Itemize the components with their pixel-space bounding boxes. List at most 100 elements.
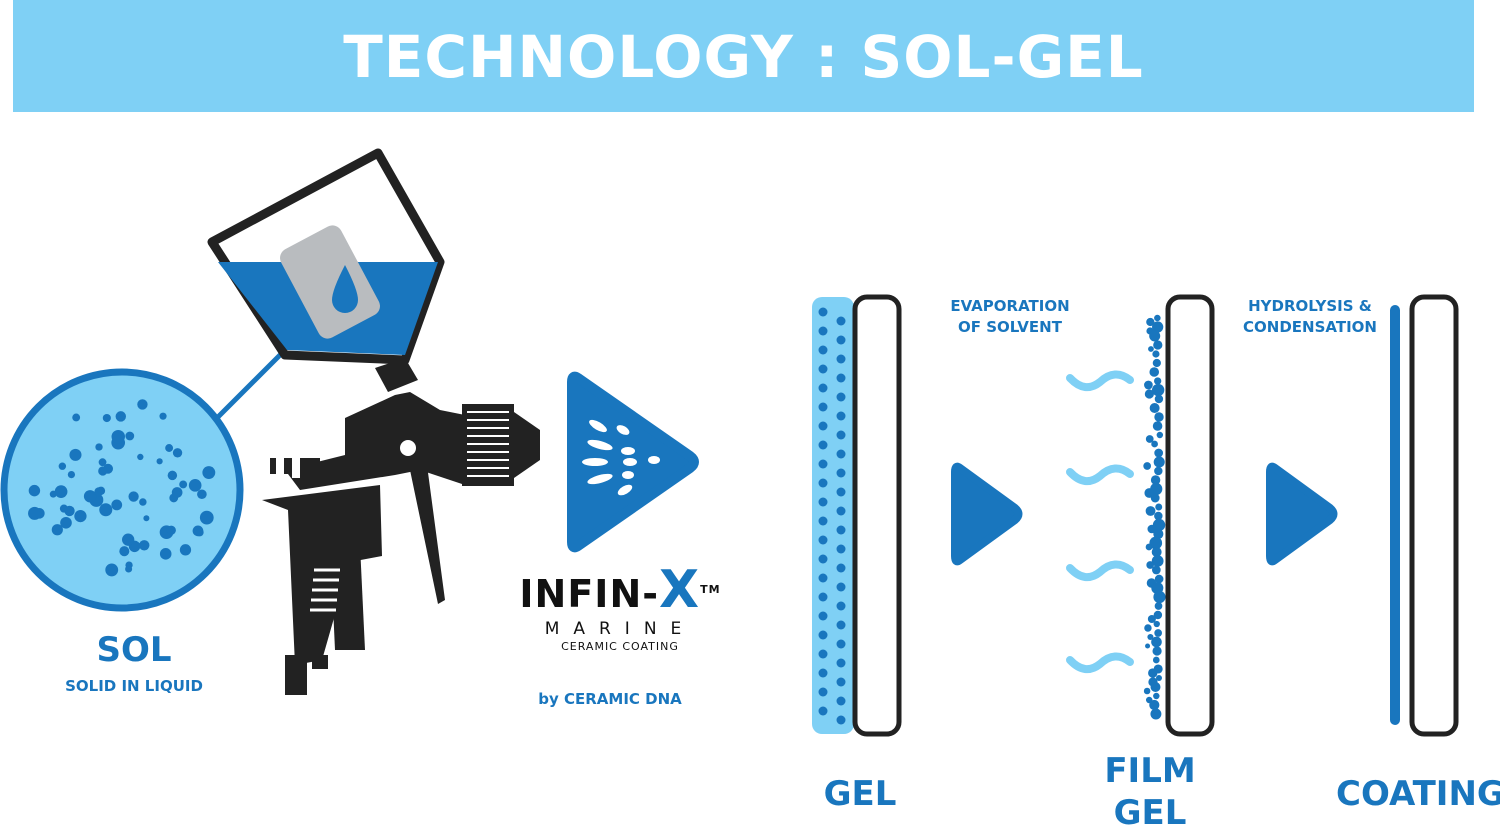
particle xyxy=(818,535,828,545)
particle xyxy=(1151,555,1164,567)
hydrolysis-label-1: HYDROLYSIS & xyxy=(1248,297,1372,315)
logo-ceramic: CERAMIC COATING xyxy=(561,640,679,653)
spray-play-icon xyxy=(567,371,699,553)
particle xyxy=(1154,466,1163,476)
particle xyxy=(818,345,828,355)
particle xyxy=(125,431,135,441)
particle xyxy=(1152,646,1162,656)
coating-substrate xyxy=(1409,294,1459,737)
particle xyxy=(60,516,72,529)
particle xyxy=(836,525,846,535)
infin-x-logo: INFIN-XTM MARINE CERAMIC COATING xyxy=(505,564,735,654)
spray-gun-icon xyxy=(207,148,540,695)
particle xyxy=(1152,656,1160,664)
arrow-icon-1 xyxy=(951,462,1023,566)
particle xyxy=(818,554,828,564)
particle xyxy=(58,462,67,470)
particle xyxy=(818,459,828,469)
particle xyxy=(836,601,846,611)
particle xyxy=(137,399,148,410)
particle xyxy=(836,354,846,364)
particle xyxy=(1144,624,1152,632)
particle xyxy=(1154,448,1164,458)
particle xyxy=(836,468,846,478)
particle xyxy=(122,533,135,546)
particle xyxy=(836,335,846,345)
particle xyxy=(64,505,75,517)
particle xyxy=(95,443,103,451)
particle xyxy=(139,540,150,551)
particle xyxy=(125,565,133,573)
particle xyxy=(1149,367,1160,377)
particle xyxy=(1154,394,1164,404)
logo-marine: MARINE xyxy=(544,619,696,639)
sol-label: SOL xyxy=(96,630,172,670)
particle xyxy=(1151,636,1162,648)
particle xyxy=(1151,547,1162,557)
particle xyxy=(1147,524,1157,534)
particle xyxy=(156,458,163,465)
particle xyxy=(836,411,846,421)
arrow-icon-2 xyxy=(1266,462,1338,566)
particle xyxy=(51,524,63,536)
particle xyxy=(836,639,846,649)
particle xyxy=(111,499,123,511)
particle xyxy=(818,592,828,602)
particle xyxy=(143,515,150,522)
particle xyxy=(1144,380,1153,390)
particle xyxy=(836,563,846,573)
particle xyxy=(105,563,119,577)
particle xyxy=(818,402,828,412)
particle xyxy=(188,479,202,492)
gel-liquid-layer xyxy=(812,297,854,734)
page-title: TECHNOLOGY : SOL-GEL xyxy=(343,23,1144,91)
gel-substrate xyxy=(852,294,902,737)
particle xyxy=(818,497,828,507)
vapor-icons xyxy=(1066,370,1134,674)
particle xyxy=(54,485,68,498)
particle xyxy=(28,484,41,497)
particle xyxy=(98,466,108,476)
particle xyxy=(67,470,76,479)
particle xyxy=(836,487,846,497)
particle xyxy=(1145,643,1151,649)
particle xyxy=(1146,561,1154,569)
particle xyxy=(818,516,828,526)
particle xyxy=(99,503,113,517)
logo-by: by CERAMIC DNA xyxy=(538,690,682,708)
particle xyxy=(836,506,846,516)
particle xyxy=(818,307,828,317)
particle xyxy=(111,429,125,444)
particle xyxy=(836,544,846,554)
particle xyxy=(167,470,178,481)
coating-label: COATING xyxy=(1336,774,1500,814)
particle xyxy=(836,620,846,630)
particle xyxy=(1150,493,1160,503)
particle xyxy=(139,498,147,506)
particle xyxy=(836,316,846,326)
particle xyxy=(1154,629,1162,637)
particle xyxy=(1154,511,1163,521)
particle xyxy=(836,373,846,383)
particle xyxy=(836,392,846,402)
sol-particles xyxy=(28,399,216,577)
particle xyxy=(1153,590,1166,604)
gel-label: GEL xyxy=(823,774,897,814)
particle xyxy=(818,421,828,431)
particle xyxy=(1144,389,1154,399)
film-label: FILM xyxy=(1104,751,1196,791)
logo-tm: TM xyxy=(700,583,721,596)
particle xyxy=(1149,536,1163,550)
particle xyxy=(197,489,207,500)
particle xyxy=(179,544,192,556)
particle xyxy=(1150,708,1162,720)
particle xyxy=(1152,321,1164,333)
particle xyxy=(1143,462,1152,470)
particle xyxy=(1151,440,1158,448)
particle xyxy=(1151,565,1161,575)
particle xyxy=(1156,431,1164,439)
particle xyxy=(98,458,107,467)
particle xyxy=(1148,668,1158,678)
particle xyxy=(1155,674,1163,682)
